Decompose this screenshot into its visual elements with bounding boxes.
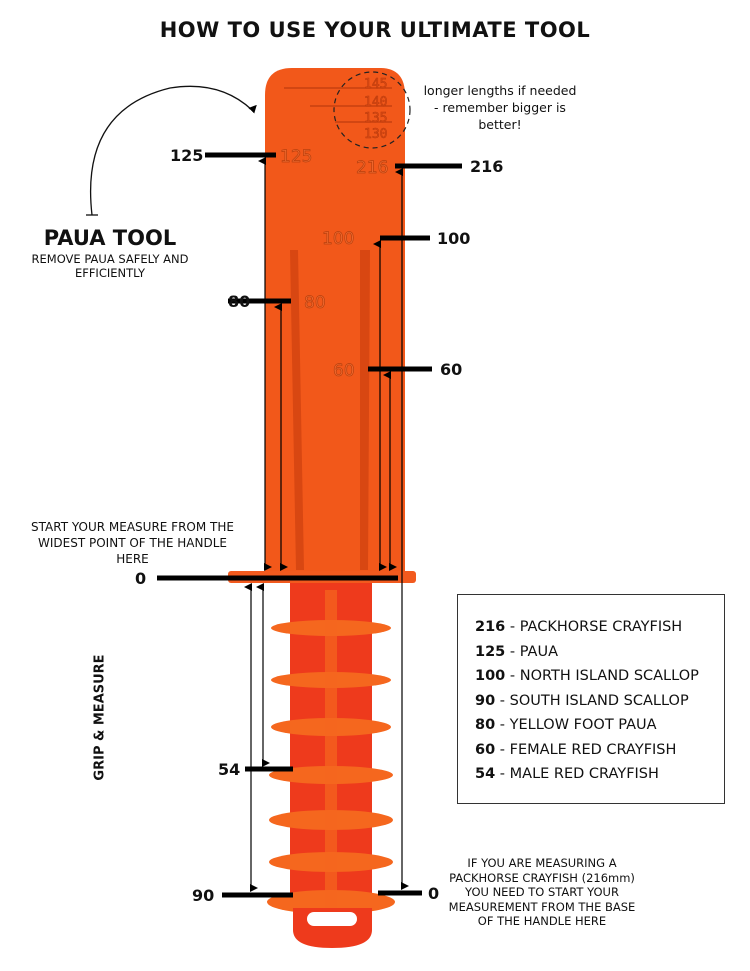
dashed-circle [333,71,411,149]
marker-label-125: 125 [170,146,204,165]
svg-text:145: 145 [364,77,387,92]
tool-blade [265,68,405,575]
longer-lengths-note: longer lengths if needed - remember bigg… [423,83,577,132]
paua-tool-title: PAUA TOOL [43,226,177,250]
engraving-125: 125 [280,147,312,167]
legend-row: 54 - MALE RED CRAYFISH [475,766,659,782]
handle-loop-hole [307,912,357,926]
marker-label-216: 216 [470,157,504,176]
legend-row: 216 - PACKHORSE CRAYFISH [475,619,683,635]
curved-arrow [90,85,257,216]
engraving-80: 80 [304,293,326,313]
marker-label-zero-bottom: 0 [428,884,440,903]
blade-slot-right [360,250,370,570]
marker-label-zero-top: 0 [135,569,147,588]
legend-row: 100 - NORTH ISLAND SCALLOP [475,668,699,684]
start-measure-note: START YOUR MEASURE FROM THE WIDEST POINT… [31,520,234,566]
long-length-scale [284,87,392,123]
marker-label-54: 54 [218,760,241,779]
marker-label-60: 60 [440,360,463,379]
paua-tool-subtitle: REMOVE PAUA SAFELY AND EFFICIENTLY [31,252,189,280]
svg-text:135: 135 [364,111,387,126]
engraving-100: 100 [322,229,354,249]
size-legend: 216 - PACKHORSE CRAYFISH 125 - PAUA 100 … [457,594,725,804]
handle-spine [325,590,337,910]
page-title: HOW TO USE YOUR ULTIMATE TOOL [159,18,591,42]
packhorse-note: IF YOU ARE MEASURING A PACKHORSE CRAYFIS… [448,856,636,928]
svg-text:130: 130 [364,127,387,142]
legend-row: 60 - FEMALE RED CRAYFISH [475,741,677,758]
marker-label-80: 80 [228,292,251,311]
engraving-60: 60 [333,361,355,381]
measure-arrows [244,157,409,892]
marker-label-100: 100 [437,229,471,248]
blade-slot-left [290,250,304,570]
legend-row: 80 - YELLOW FOOT PAUA [475,717,657,733]
grip-measure-label: GRIP & MEASURE [92,654,108,781]
svg-text:140: 140 [364,95,387,110]
legend-row: 90 - SOUTH ISLAND SCALLOP [475,692,689,709]
engraving-216: 216 [356,158,388,178]
legend-row: 125 - PAUA [475,643,558,660]
marker-label-90: 90 [192,886,215,905]
